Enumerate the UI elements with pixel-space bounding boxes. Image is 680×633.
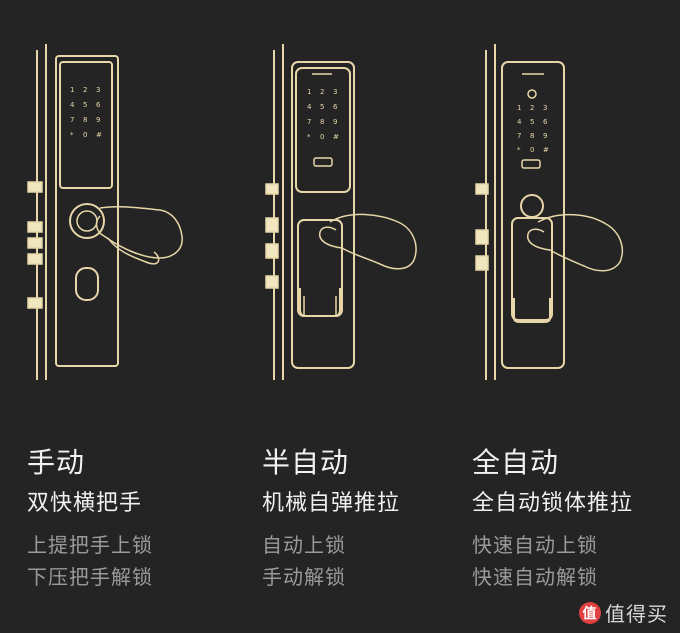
keypad-key: 1 xyxy=(70,86,74,94)
keypad-key: 5 xyxy=(83,101,87,109)
keypad-key: 1 xyxy=(517,104,521,112)
manual-desc-lock: 上提把手上锁 xyxy=(27,533,153,557)
keypad-key: 3 xyxy=(543,104,547,112)
full-auto-desc-lock: 快速自动上锁 xyxy=(472,533,598,557)
keypad-key: 9 xyxy=(333,118,337,126)
keypad-key: # xyxy=(543,146,549,154)
full-auto-desc-unlock: 快速自动解锁 xyxy=(472,565,598,589)
keypad-key: * xyxy=(307,133,311,141)
lock-illustrations: .ln { fill:none; stroke:#e6d6a8; stroke-… xyxy=(27,44,624,380)
semi-auto-title: 半自动 xyxy=(262,446,350,479)
keypad-key: 9 xyxy=(96,116,100,124)
full-auto-title: 全自动 xyxy=(472,446,560,479)
keypad-key: 7 xyxy=(70,116,74,124)
keypad-key: 0 xyxy=(83,131,87,139)
keypad-key: 4 xyxy=(517,118,522,126)
manual-subtitle: 双快横把手 xyxy=(27,491,143,516)
watermark-text: 值得买 xyxy=(605,602,668,626)
semi-auto-desc-lock: 自动上锁 xyxy=(262,533,346,557)
keypad-key: # xyxy=(333,133,339,141)
keypad-key: 7 xyxy=(307,118,311,126)
keypad-key: 9 xyxy=(543,132,547,140)
column-manual: 手动 双快横把手 上提把手上锁 下压把手解锁 xyxy=(27,445,227,593)
keypad-key: 4 xyxy=(70,101,75,109)
keypad-key: 5 xyxy=(320,103,324,111)
keypad-key: 0 xyxy=(320,133,324,141)
keypad-key: 6 xyxy=(96,101,101,109)
keypad-key: 4 xyxy=(307,103,312,111)
keypad-key: 3 xyxy=(333,88,337,96)
watermark: 值 值得买 xyxy=(579,598,668,627)
keypad-key: 8 xyxy=(320,118,324,126)
watermark-logo-icon: 值 xyxy=(579,601,601,624)
keypad-key: 1 xyxy=(307,88,311,96)
column-semi-auto: 半自动 机械自弹推拉 自动上锁 手动解锁 xyxy=(262,445,462,593)
keypad-key: 6 xyxy=(333,103,338,111)
semi-auto-subtitle: 机械自弹推拉 xyxy=(262,491,401,516)
keypad-key: * xyxy=(517,146,521,154)
keypad-key: * xyxy=(70,131,74,139)
full-auto-subtitle: 全自动锁体推拉 xyxy=(472,491,634,516)
keypad-key: 6 xyxy=(543,118,548,126)
keypad-key: 3 xyxy=(96,86,100,94)
keypad-key: 2 xyxy=(320,88,324,96)
keypad-key: 2 xyxy=(83,86,87,94)
manual-desc-unlock: 下压把手解锁 xyxy=(27,565,153,589)
keypad-key: 8 xyxy=(83,116,87,124)
semi-auto-desc-unlock: 手动解锁 xyxy=(262,565,346,589)
keypad-key: # xyxy=(96,131,102,139)
manual-title: 手动 xyxy=(27,446,86,479)
keypad-key: 5 xyxy=(530,118,534,126)
keypad-key: 0 xyxy=(530,146,534,154)
keypad-key: 8 xyxy=(530,132,534,140)
column-full-auto: 全自动 全自动锁体推拉 快速自动上锁 快速自动解锁 xyxy=(472,445,672,593)
keypad-key: 2 xyxy=(530,104,534,112)
keypad-key: 7 xyxy=(517,132,521,140)
